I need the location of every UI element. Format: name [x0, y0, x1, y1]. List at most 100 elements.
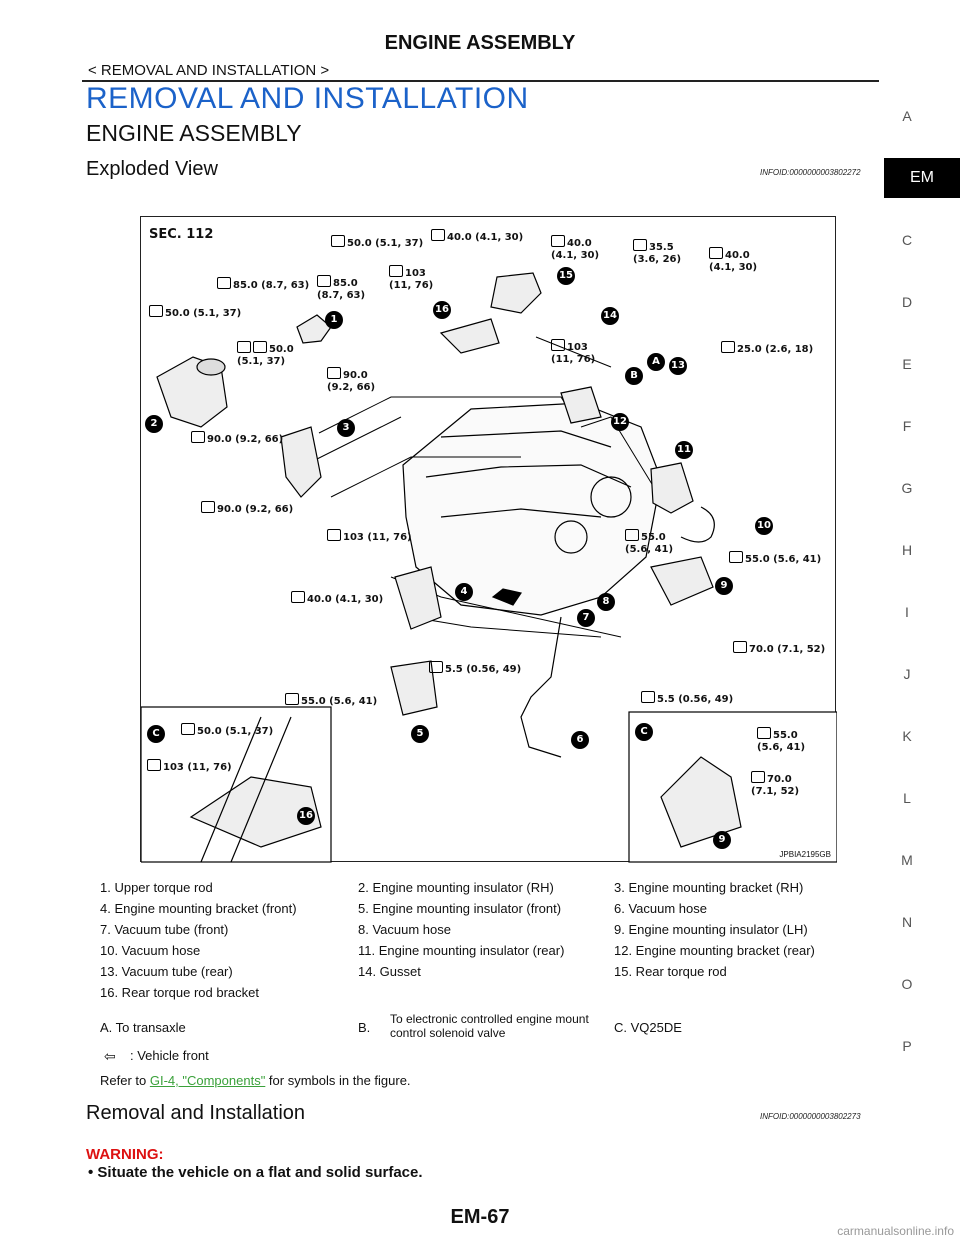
torque-label: 55.0 (5.6, 41) — [625, 529, 673, 556]
side-index-d[interactable]: D — [901, 294, 913, 310]
vehicle-front-icon: ⇦ — [104, 1048, 116, 1064]
callout-14: 14 — [601, 307, 619, 325]
wrench-icon — [625, 529, 639, 541]
torque-label: 5.5 (0.56, 49) — [641, 691, 733, 706]
callout-10: 10 — [755, 517, 773, 535]
side-index-j[interactable]: J — [903, 666, 911, 682]
side-index-c[interactable]: C — [901, 232, 913, 248]
legend-item: 14. Gusset — [358, 964, 421, 979]
torque-label: 50.0 (5.1, 37) — [331, 235, 423, 250]
side-index-a[interactable]: A — [902, 108, 912, 124]
side-index-n[interactable]: N — [901, 914, 913, 930]
legend-item: C. VQ25DE — [614, 1020, 682, 1035]
torque-label: 50.0 (5.1, 37) — [181, 723, 273, 738]
watermark: carmanualsonline.info — [837, 1224, 954, 1238]
side-index-h[interactable]: H — [901, 542, 913, 558]
legend-row: A. To transaxle B. To electronic control… — [100, 1012, 840, 1044]
side-index-f[interactable]: F — [902, 418, 912, 434]
legend-row: 10. Vacuum hose 11. Engine mounting insu… — [100, 943, 840, 963]
bullet: • — [88, 1164, 98, 1181]
torque-label: 50.0 (5.1, 37) — [237, 341, 294, 368]
torque-label: 103 (11, 76) — [327, 529, 412, 544]
torque-label: 40.0 (4.1, 30) — [709, 247, 757, 274]
breadcrumb: < REMOVAL AND INSTALLATION > — [88, 62, 330, 79]
legend-row: 1. Upper torque rod 2. Engine mounting i… — [100, 880, 840, 900]
sec-label: SEC. 112 — [149, 227, 214, 242]
exploded-view-figure: SEC. 112 50.0 (5.1, 37) 40.0 (4.1, 30) 4… — [140, 216, 837, 863]
wrench-icon — [733, 641, 747, 653]
letter-a: A — [647, 353, 665, 371]
torque-label: 40.0 (4.1, 30) — [431, 229, 523, 244]
wrench-icon — [291, 591, 305, 603]
wrench-icon — [431, 229, 445, 241]
callout-7: 7 — [577, 609, 595, 627]
legend-item: 2. Engine mounting insulator (RH) — [358, 880, 554, 895]
wrench-icon — [551, 339, 565, 351]
torque-label: 103 (11, 76) — [389, 265, 433, 292]
wrench-icon — [389, 265, 403, 277]
torque-label: 5.5 (0.56, 49) — [429, 661, 521, 676]
legend-item: 11. Engine mounting insulator (rear) — [358, 943, 565, 958]
wrench-icon — [253, 341, 267, 353]
wrench-icon — [429, 661, 443, 673]
wrench-icon — [327, 529, 341, 541]
side-index-l[interactable]: L — [903, 790, 911, 806]
side-index-p[interactable]: P — [902, 1038, 912, 1054]
torque-label: 50.0 (5.1, 37) — [149, 305, 241, 320]
side-index-o[interactable]: O — [901, 976, 913, 992]
legend-item: 4. Engine mounting bracket (front) — [100, 901, 297, 916]
legend-item: 15. Rear torque rod — [614, 964, 727, 979]
wrench-icon — [217, 277, 231, 289]
torque-label: 35.5 (3.6, 26) — [633, 239, 681, 266]
exploded-infoid: INFOID:0000000003802272 — [760, 168, 861, 177]
side-index-k[interactable]: K — [902, 728, 912, 744]
callout-4: 4 — [455, 583, 473, 601]
wrench-icon — [551, 235, 565, 247]
torque-label: 90.0 (9.2, 66) — [201, 501, 293, 516]
wrench-icon — [331, 235, 345, 247]
letter-b: B — [625, 367, 643, 385]
callout-11: 11 — [675, 441, 693, 459]
wrench-icon — [191, 431, 205, 443]
wrench-icon — [721, 341, 735, 353]
wrench-icon — [201, 501, 215, 513]
exploded-view-heading: Exploded View — [86, 158, 218, 180]
section-title: REMOVAL AND INSTALLATION — [86, 82, 529, 115]
side-index-i[interactable]: I — [905, 604, 909, 620]
removal-infoid: INFOID:0000000003802273 — [760, 1112, 861, 1121]
torque-label: 103 (11, 76) — [147, 759, 232, 774]
callout-12: 12 — [611, 413, 629, 431]
legend-item: 16. Rear torque rod bracket — [100, 985, 259, 1000]
wrench-icon — [237, 341, 251, 353]
figure-id: JPBIA2195GB — [779, 850, 831, 859]
wrench-icon — [147, 759, 161, 771]
wrench-icon — [641, 691, 655, 703]
wrench-icon — [633, 239, 647, 251]
torque-label: 70.0 (7.1, 52) — [751, 771, 799, 798]
legend-item: 8. Vacuum hose — [358, 922, 451, 937]
side-index-e[interactable]: E — [902, 356, 912, 372]
legend-item: To electronic controlled engine mount co… — [390, 1012, 589, 1040]
callout-1: 1 — [325, 311, 343, 329]
torque-label: 55.0 (5.6, 41) — [757, 727, 805, 754]
legend-item: 7. Vacuum tube (front) — [100, 922, 229, 937]
legend-item: 13. Vacuum tube (rear) — [100, 964, 233, 979]
side-index-m[interactable]: M — [901, 852, 913, 868]
header-rule — [82, 80, 879, 82]
torque-label: 85.0 (8.7, 63) — [217, 277, 309, 292]
callout-16: 16 — [433, 301, 451, 319]
torque-label: 85.0 (8.7, 63) — [317, 275, 365, 302]
page-header-title: ENGINE ASSEMBLY — [384, 32, 576, 54]
components-link[interactable]: GI-4, "Components" — [149, 1073, 266, 1088]
torque-label: 55.0 (5.6, 41) — [729, 551, 821, 566]
callout-3: 3 — [337, 419, 355, 437]
warning-item: • Situate the vehicle on a flat and soli… — [88, 1164, 423, 1181]
torque-label: 25.0 (2.6, 18) — [721, 341, 813, 356]
legend-row: 16. Rear torque rod bracket — [100, 985, 840, 1005]
legend-item: 5. Engine mounting insulator (front) — [358, 901, 562, 916]
wrench-icon — [181, 723, 195, 735]
side-index-em[interactable]: EM — [884, 158, 960, 198]
side-index-g[interactable]: G — [901, 480, 913, 496]
wrench-icon — [285, 693, 299, 705]
callout-5: 5 — [411, 725, 429, 743]
